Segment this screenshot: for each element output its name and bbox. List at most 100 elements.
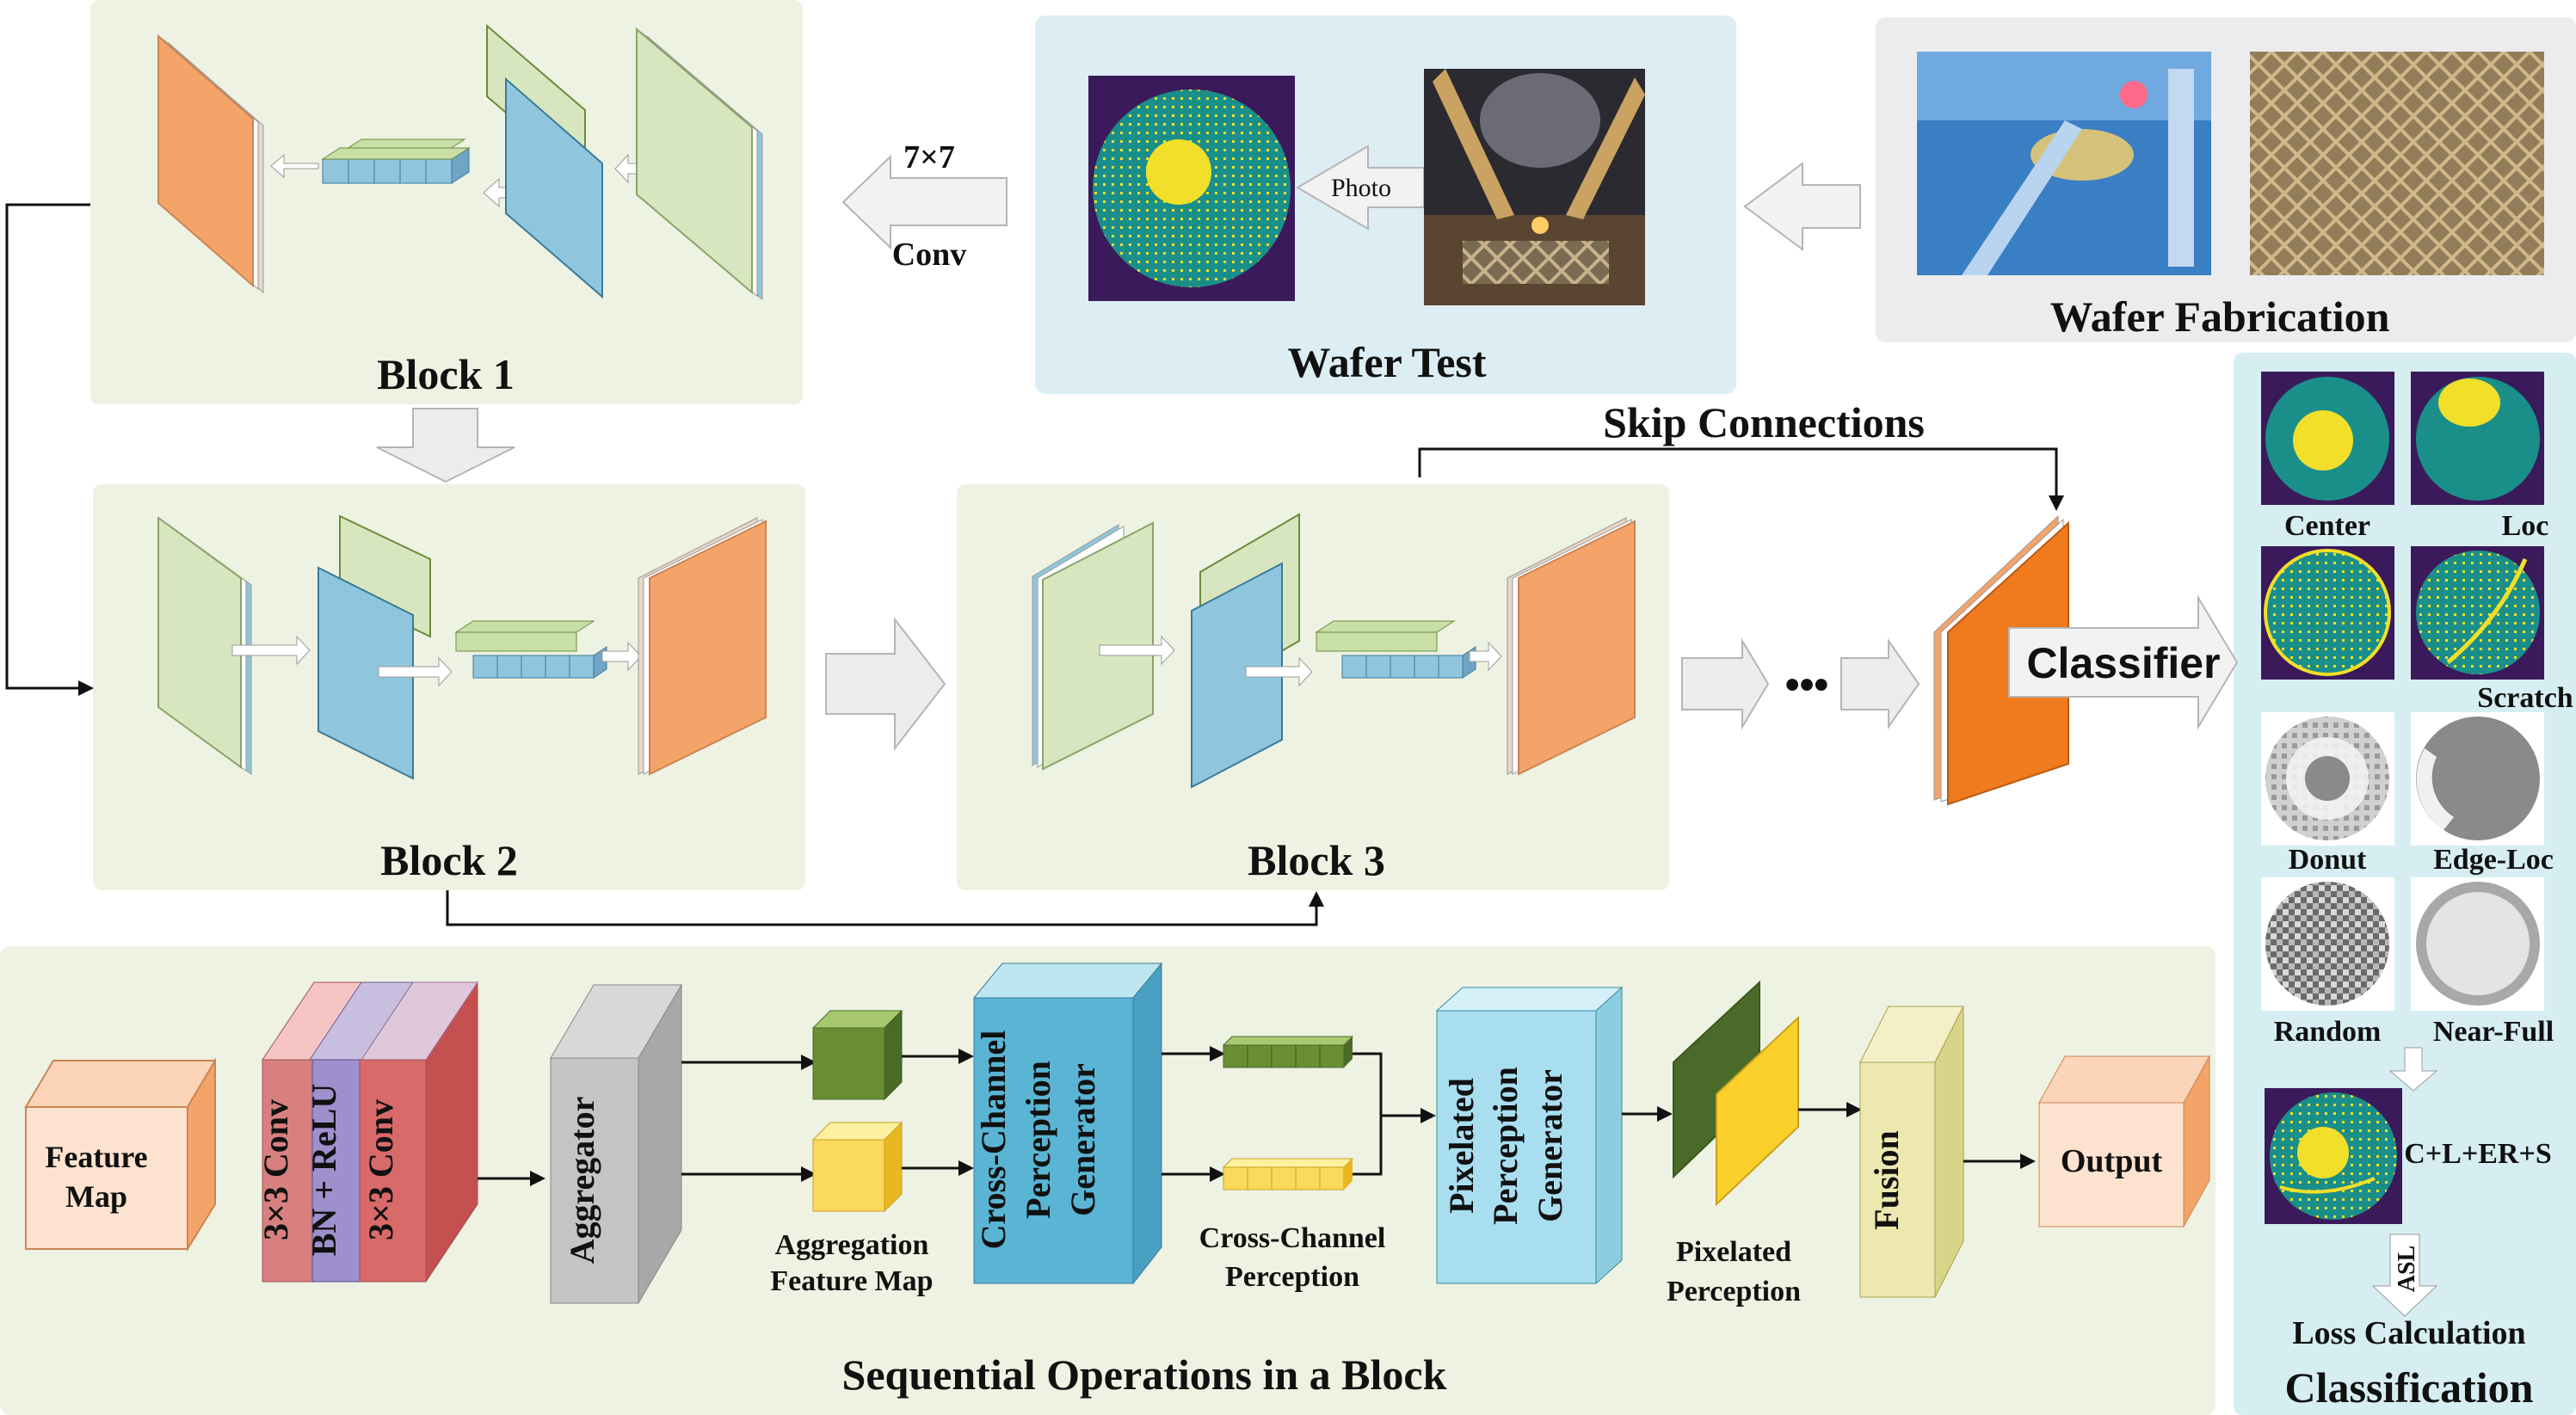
green-perception-vector	[1222, 1036, 1354, 1068]
orange-feature-map-stack	[638, 517, 767, 776]
green-aggregation-cube	[811, 1009, 903, 1101]
input-routing-line	[5, 203, 94, 696]
arrow-right	[1245, 656, 1313, 687]
ppg-line1: Pixelated	[1442, 1078, 1481, 1214]
block2-diagram: Block 2	[157, 514, 767, 884]
ccpg-line2: Perception	[1019, 1061, 1057, 1219]
conv-stack: 3×3 Conv BN + ReLU 3×3 Conv	[256, 981, 478, 1283]
ccpg-line3: Generator	[1063, 1063, 1102, 1216]
aggregation-label-line2: Feature Map	[770, 1265, 933, 1297]
skip-connections-label: Skip Connections	[1603, 398, 1925, 446]
wafer-thumb-loc	[2411, 372, 2544, 505]
photo-arrow	[1296, 145, 1425, 231]
ppg-line3: Generator	[1531, 1069, 1569, 1222]
green-feature-map-stack	[157, 516, 252, 775]
arrow-right	[601, 641, 642, 672]
green-feature-map-stack	[1032, 521, 1154, 771]
ppg-line2: Perception	[1486, 1067, 1525, 1225]
block3-diagram: Block 3	[1032, 513, 1636, 884]
asl-label: ASL	[2394, 1246, 2420, 1292]
ccpg-line1: Cross-Channel	[974, 1030, 1013, 1250]
classifier-label: Classifier	[2026, 639, 2220, 687]
wafer-thumb-edge-ring	[2261, 546, 2394, 680]
block2-to-block3-arrow	[825, 617, 946, 751]
wafer-thumb-center	[2261, 372, 2394, 505]
fab-photo-1	[1917, 52, 2211, 275]
feature-map-line1: Feature	[45, 1140, 147, 1174]
fab-photo-2	[2250, 52, 2544, 275]
orange-feature-map-stack	[1507, 517, 1636, 776]
ccp-label-line2: Perception	[1225, 1261, 1359, 1293]
pixelated-perception-line2: Perception	[1667, 1276, 1801, 1307]
block3-label: Block 3	[1248, 836, 1385, 884]
ellipsis: •••	[1785, 662, 1828, 708]
wafer-thumb-near-full	[2411, 877, 2544, 1011]
mixed-label: C+L+ER+S	[2404, 1138, 2552, 1170]
block2-to-block3-connection	[446, 890, 1324, 926]
fusion-label: Fusion	[1867, 1130, 1906, 1230]
yellow-perception-plane	[1716, 1015, 1799, 1207]
feature-map-line2: Map	[65, 1179, 127, 1214]
wafer-defect-center	[1146, 139, 1211, 205]
wafer-test-title: Wafer Test	[1287, 338, 1486, 386]
classification-title: Classification	[2285, 1363, 2534, 1412]
conv-arrow: 7×7 Conv	[841, 139, 1008, 273]
orange-feature-map-stack	[157, 34, 264, 294]
photo-label: Photo	[1331, 174, 1391, 202]
ppg-box: Pixelated Perception Generator	[1435, 986, 1624, 1285]
yellow-aggregation-cube	[811, 1121, 903, 1213]
skip-connection-line	[1418, 447, 2064, 511]
wafer-thumb-donut	[2261, 712, 2394, 846]
wafer-fabrication-title: Wafer Fabrication	[2050, 292, 2390, 341]
block2-panel	[93, 484, 805, 890]
probe-station-photo	[1424, 69, 1645, 305]
merge-line	[1353, 1052, 1383, 1176]
wafer-test: Photo Wafer Test	[1088, 69, 1861, 386]
arrow-right	[378, 656, 453, 687]
conv-kernel-label: 7×7	[903, 139, 955, 175]
blue-map	[1191, 562, 1283, 789]
fusion-box: Fusion	[1859, 1006, 1964, 1298]
output-box: Output	[2038, 1055, 2210, 1228]
blue-map	[505, 77, 603, 299]
class-label-loc: Loc	[2502, 510, 2549, 542]
arrow-right	[1469, 641, 1502, 672]
arrow-right	[231, 635, 311, 666]
fabrication-arrow	[1743, 162, 1861, 251]
loss-calculation-label: Loss Calculation	[2292, 1315, 2525, 1351]
block1-panel	[90, 0, 803, 404]
ellipsis-arrow-right	[1840, 637, 1920, 730]
wafer-thumb-edge-loc	[2411, 712, 2544, 846]
class-label-near-full: Near-Full	[2433, 1016, 2554, 1048]
ellipsis-arrow-left	[1681, 637, 1770, 730]
sequence-diagram: Feature Map 3×3 Conv BN + ReLU 3×3 Conv …	[24, 962, 2210, 1399]
wafer-fabrication: Wafer Fabrication	[1917, 52, 2544, 341]
wafer-thumb-random	[2261, 877, 2394, 1011]
conv-label: Conv	[892, 237, 967, 273]
wafer-thumb-scratch	[2411, 546, 2544, 680]
feature-map-box: Feature Map	[24, 1057, 217, 1252]
output-label: Output	[2061, 1143, 2163, 1179]
arrow-right	[1099, 635, 1175, 666]
pixelated-perception-line1: Pixelated	[1676, 1236, 1791, 1268]
class-label-center: Center	[2284, 510, 2370, 542]
green-map	[339, 514, 431, 638]
class-label-donut: Donut	[2289, 844, 2367, 876]
vector-cells	[321, 138, 471, 184]
block1-to-block2-arrow	[376, 408, 515, 483]
bn-relu-label: BN + ReLU	[305, 1084, 343, 1257]
class-label-random: Random	[2274, 1016, 2382, 1048]
block1-diagram: Block 1	[157, 23, 763, 398]
aggregator-label: Aggregator	[563, 1097, 601, 1264]
aggregation-label-line1: Aggregation	[775, 1229, 929, 1261]
down-arrow	[2388, 1047, 2438, 1092]
conv2-label: 3×3 Conv	[361, 1099, 400, 1240]
yellow-perception-vector	[1222, 1158, 1354, 1190]
classification: Center Loc Scratch Donut	[2261, 372, 2573, 1412]
sequence-title: Sequential Operations in a Block	[842, 1350, 1447, 1399]
asl-arrow	[2371, 1234, 2438, 1317]
arrow-left	[270, 153, 319, 179]
green-feature-map-stack	[636, 27, 763, 301]
class-label-edge-loc: Edge-Loc	[2433, 844, 2554, 876]
